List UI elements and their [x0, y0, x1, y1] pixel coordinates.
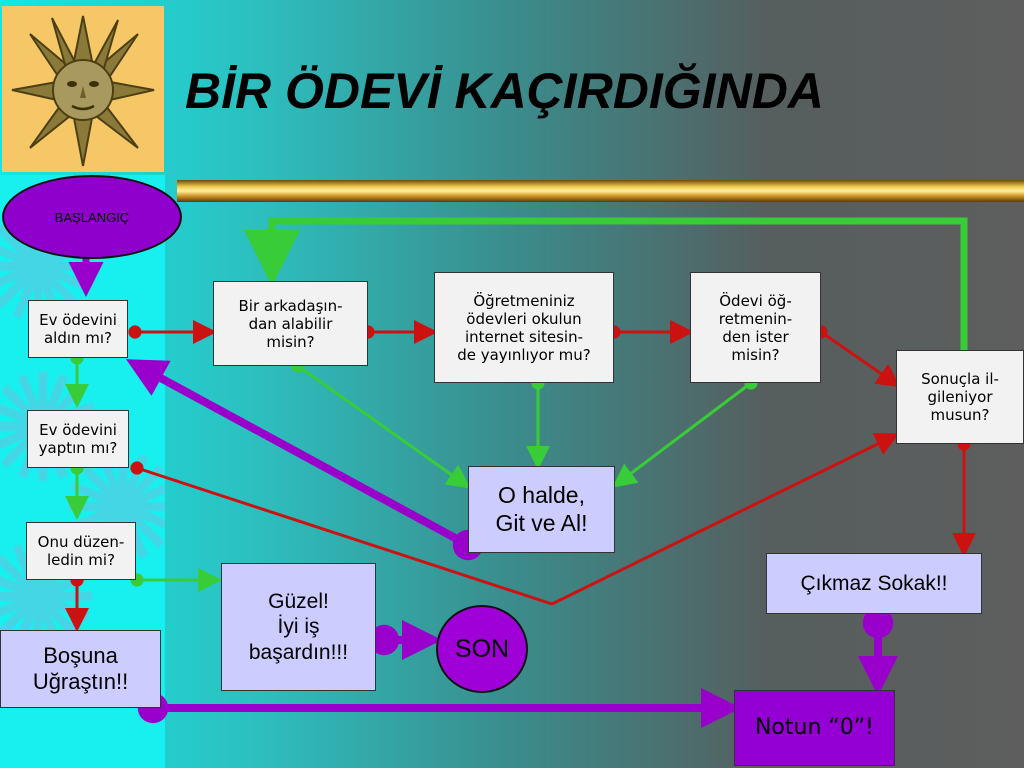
sun-face-logo: [2, 6, 164, 172]
connector-ask-no: [814, 325, 901, 388]
node-homework-organized: Onu düzen- ledin mi?: [26, 522, 136, 580]
node-good-job: Güzel! İyi iş başardın!!!: [221, 563, 376, 691]
page-title: BİR ÖDEVİ KAÇIRDIĞINDA: [185, 63, 824, 119]
connector-care-no-merge: [551, 433, 900, 606]
node-ask-teacher: Ödevi öğ- retmenin- den ister misin?: [690, 272, 821, 383]
connector-go-back: [125, 359, 484, 561]
node-go-get-it: O halde, Git ve Al!: [468, 466, 615, 553]
start-node: BAŞLANGIÇ: [2, 175, 182, 259]
node-grade-zero: Notun “0”!: [734, 690, 895, 766]
node-get-from-friend: Bir arkadaşın- dan alabilir misin?: [213, 281, 368, 366]
end-node: SON: [436, 605, 528, 693]
node-homework-received: Ev ödevini aldın mı?: [28, 300, 128, 358]
node-homework-done: Ev ödevini yaptın mı?: [27, 410, 129, 468]
node-dead-end: Çıkmaz Sokak!!: [766, 553, 982, 614]
sun-face-icon: [11, 15, 155, 167]
title-divider: [177, 180, 1024, 202]
node-teacher-website: Öğretmeniniz ödevleri okulun internet si…: [434, 272, 614, 383]
connector-ask-yes: [612, 376, 758, 488]
node-care-result: Sonuçla il- gileniyor musun?: [896, 350, 1024, 444]
connector-care-yes-loop: [244, 217, 968, 350]
node-wasted-effort: Boşuna Uğraştın!!: [0, 630, 161, 708]
